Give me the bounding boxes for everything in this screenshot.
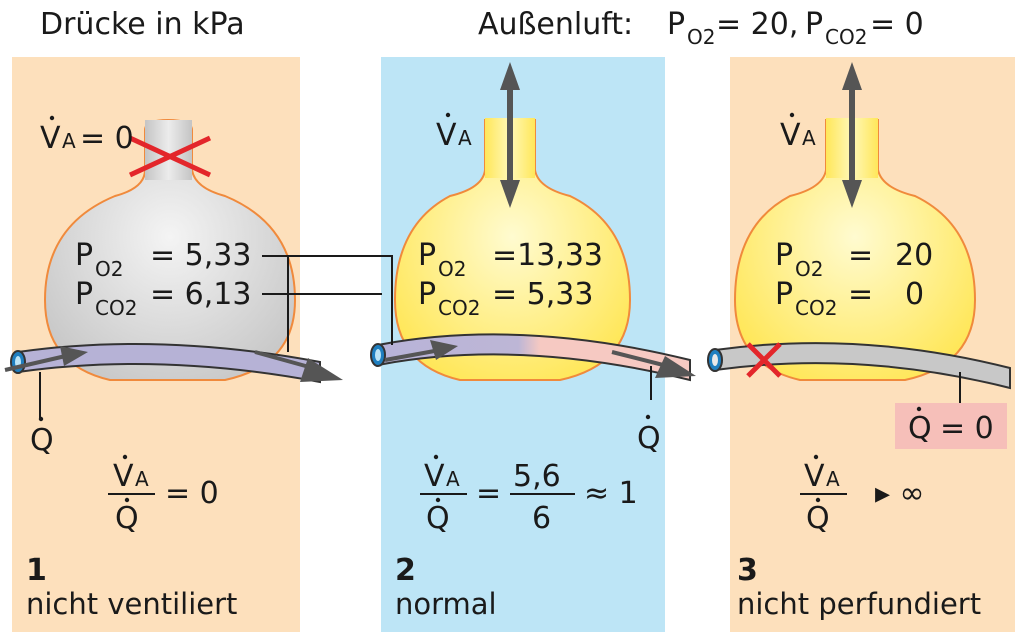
panel-3-vessel bbox=[707, 342, 1011, 390]
panel-3-q-value: = 0 bbox=[940, 411, 994, 446]
panel-2-ratio-approx: ≈ 1 bbox=[584, 476, 638, 511]
header-po2-symbol: P bbox=[667, 7, 685, 42]
panel-1-po2: = 5,33 bbox=[150, 238, 251, 273]
svg-text:O2: O2 bbox=[95, 257, 123, 281]
header-po2-value: = 20, bbox=[716, 7, 798, 42]
panel-1-caption: nicht ventiliert bbox=[26, 587, 237, 621]
svg-text:A: A bbox=[446, 467, 460, 491]
svg-text:P: P bbox=[418, 277, 436, 312]
header-pco2-subscript: CO2 bbox=[825, 25, 867, 49]
svg-text:A: A bbox=[826, 467, 840, 491]
svg-text:P: P bbox=[775, 238, 793, 273]
svg-text:V: V bbox=[113, 459, 134, 494]
svg-text:A: A bbox=[458, 126, 472, 150]
svg-text:Q: Q bbox=[115, 501, 139, 536]
svg-text:V: V bbox=[780, 118, 801, 153]
panel-2-caption: normal bbox=[395, 587, 497, 621]
panel-2-va-label: V A bbox=[436, 112, 472, 153]
panel-3-ventilation-arrow bbox=[842, 62, 862, 208]
panel-1-ratio-value: = 0 bbox=[165, 476, 219, 511]
svg-text:O2: O2 bbox=[795, 257, 823, 281]
panel-1-va-value: = 0 bbox=[80, 121, 134, 156]
svg-text:V: V bbox=[436, 118, 457, 153]
v-dot-symbol: V bbox=[40, 121, 61, 156]
svg-text:Q: Q bbox=[806, 501, 830, 536]
panel-2-number: 2 bbox=[395, 553, 416, 588]
svg-text:P: P bbox=[75, 238, 93, 273]
header-pco2-symbol: P bbox=[805, 7, 823, 42]
panel-2-ratio-denominator: 6 bbox=[532, 501, 551, 536]
pressure-connector-lines bbox=[262, 255, 393, 352]
panel-3-ratio: V A Q ▸ ∞ bbox=[800, 454, 925, 536]
outside-air-label: Außenluft: bbox=[478, 7, 633, 42]
panel-1-ratio: V A Q = 0 bbox=[108, 454, 219, 536]
panel-3-q-label: Q = 0 bbox=[895, 372, 1007, 449]
panel-3-va-label: V A bbox=[780, 112, 816, 153]
panel-3-po2: 20 bbox=[895, 238, 933, 273]
svg-text:CO2: CO2 bbox=[795, 296, 837, 320]
panel-2-ratio-numerator: 5,6 bbox=[513, 459, 561, 494]
panel-3-caption: nicht perfundiert bbox=[737, 587, 981, 621]
panel-3-ratio-value: ▸ ∞ bbox=[875, 476, 925, 511]
panel-2-q-label: Q bbox=[637, 366, 661, 456]
panel-3-po2-eq: = bbox=[848, 238, 873, 273]
svg-text:P: P bbox=[75, 277, 93, 312]
svg-text:P: P bbox=[418, 238, 436, 273]
panel-3-pco2: 0 bbox=[905, 277, 924, 312]
svg-text:Q: Q bbox=[426, 501, 450, 536]
svg-text:Q: Q bbox=[30, 423, 54, 458]
header-po2-subscript: O2 bbox=[687, 25, 715, 49]
svg-text:CO2: CO2 bbox=[438, 296, 480, 320]
q-zero-box bbox=[895, 403, 1007, 449]
panel-2-ratio: V A Q = 5,6 6 ≈ 1 bbox=[420, 454, 638, 536]
panel-1-number: 1 bbox=[26, 553, 47, 588]
svg-text:CO2: CO2 bbox=[95, 296, 137, 320]
panel-1-q-label: Q bbox=[30, 372, 54, 458]
header-pco2-value: = 0 bbox=[870, 7, 924, 42]
panel-2-po2: =13,33 bbox=[492, 238, 603, 273]
svg-text:V: V bbox=[424, 459, 445, 494]
panel-1-vessel bbox=[4, 343, 343, 384]
svg-text:A: A bbox=[62, 129, 76, 153]
panel-1-va-label: V A = 0 bbox=[40, 115, 134, 156]
svg-text:V: V bbox=[804, 459, 825, 494]
panel-2-ventilation-arrow bbox=[500, 62, 520, 208]
svg-text:A: A bbox=[135, 467, 149, 491]
panel-1-pco2: = 6,13 bbox=[150, 277, 251, 312]
svg-text:A: A bbox=[802, 126, 816, 150]
panel-2-ratio-eq: = bbox=[476, 476, 501, 511]
panel-1-closed-cross bbox=[128, 135, 212, 178]
panel-3-number: 3 bbox=[737, 553, 758, 588]
svg-text:O2: O2 bbox=[438, 257, 466, 281]
panel-2-vessel bbox=[370, 333, 696, 382]
panel-3-pco2-eq: = bbox=[848, 277, 873, 312]
svg-text:Q: Q bbox=[637, 421, 661, 456]
svg-text:Q: Q bbox=[908, 411, 932, 446]
header-title: Drücke in kPa bbox=[40, 7, 245, 42]
svg-text:P: P bbox=[775, 277, 793, 312]
panel-2-pco2: = 5,33 bbox=[492, 277, 593, 312]
